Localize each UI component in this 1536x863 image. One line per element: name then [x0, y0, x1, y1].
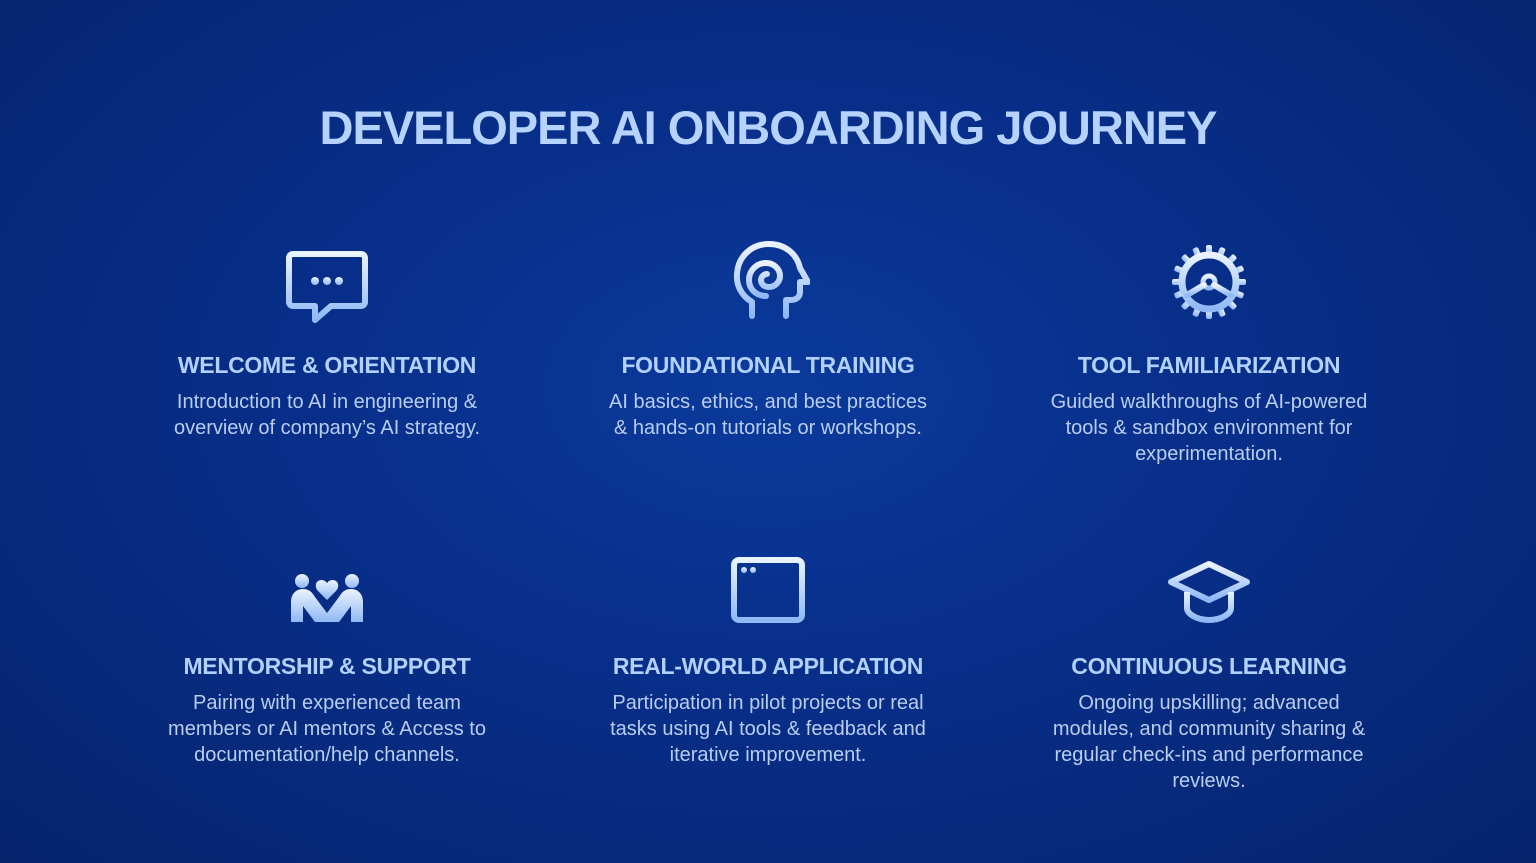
head-brain-icon	[733, 241, 810, 319]
card-tool-familiarization: TOOL FAMILIARIZATION Guided walkthroughs…	[1019, 240, 1399, 467]
card-title: WELCOME & ORIENTATION	[177, 352, 477, 378]
card-title: CONTINUOUS LEARNING	[1071, 653, 1347, 679]
card-title: FOUNDATIONAL TRAINING	[621, 352, 915, 378]
card-continuous-learning: CONTINUOUS LEARNING Ongoing upskilling; …	[1019, 548, 1399, 794]
card-description: Pairing with experienced team members or…	[168, 692, 486, 766]
card-real-world-application: REAL-WORLD APPLICATION Participation in …	[578, 548, 958, 768]
card-description: AI basics, ethics, and best practices & …	[609, 391, 927, 439]
card-foundational-training: FOUNDATIONAL TRAINING AI basics, ethics,…	[578, 240, 958, 441]
graduation-cap-icon	[1168, 561, 1250, 623]
card-welcome-orientation: WELCOME & ORIENTATION Introduction to AI…	[137, 240, 517, 441]
card-description: Guided walkthroughs of AI-powered tools …	[1050, 391, 1368, 465]
card-description: Participation in pilot projects or real …	[610, 692, 926, 766]
page-title: DEVELOPER AI ONBOARDING JOURNEY	[319, 101, 1218, 154]
browser-window-icon	[731, 557, 805, 623]
gear-icon	[1172, 245, 1246, 319]
chat-bubble-icon	[286, 251, 368, 323]
people-heart-icon	[291, 574, 363, 622]
card-description: Ongoing upskilling; advanced modules, an…	[1052, 692, 1366, 792]
card-title: TOOL FAMILIARIZATION	[1077, 352, 1341, 378]
card-title: MENTORSHIP & SUPPORT	[183, 653, 471, 679]
card-title: REAL-WORLD APPLICATION	[612, 653, 924, 679]
card-description: Introduction to AI in engineering & over…	[173, 391, 481, 439]
card-mentorship-support: MENTORSHIP & SUPPORT Pairing with experi…	[137, 548, 517, 768]
